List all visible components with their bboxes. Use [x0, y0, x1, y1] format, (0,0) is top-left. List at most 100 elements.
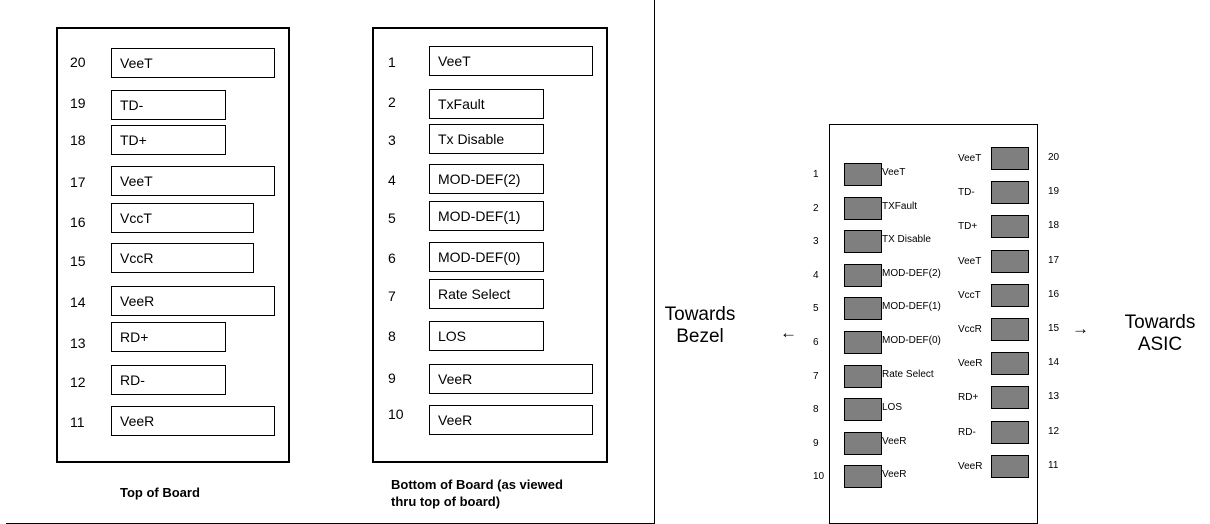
top-board-pin-label: VeeR: [111, 286, 275, 316]
module-left-pin-number: 7: [813, 370, 819, 382]
bottom-board-pin-number: 2: [388, 94, 396, 110]
module-left-pin-pad: [844, 163, 882, 186]
module-left-pin-label: VeeR: [882, 435, 907, 447]
module-right-pin-label: VccT: [958, 289, 981, 301]
module-right-pin-pad: [991, 249, 1029, 273]
module-right-pin-label: VccR: [958, 324, 982, 335]
towards-bezel-line1: Towards: [664, 304, 736, 325]
module-right-pin-label: VeeR: [958, 358, 983, 370]
module-right-pin-number: 17: [1048, 254, 1060, 266]
module-right-pin-pad: [991, 181, 1029, 205]
towards-asic-label: Towards ASIC: [1116, 312, 1204, 356]
top-board-pin-label: RD+: [111, 322, 226, 352]
bottom-board-pin-number: 4: [388, 172, 396, 188]
top-board-pin-label: VccR: [111, 243, 254, 273]
top-of-board-panel: [56, 27, 290, 463]
top-board-pin-label: RD-: [111, 365, 226, 395]
module-left-pin-number: 9: [813, 437, 819, 449]
bottom-board-pin-number: 10: [388, 406, 404, 422]
top-board-pin-number: 20: [70, 54, 86, 70]
module-left-pin-number: 1: [813, 169, 819, 180]
top-board-pin-number: 19: [70, 95, 86, 111]
bottom-of-board-caption: Bottom of Board (as viewed thru top of b…: [391, 476, 563, 510]
top-board-pin-label: VeeR: [111, 406, 275, 436]
top-board-pin-label: TD-: [111, 90, 226, 120]
bottom-board-pin-label: MOD-DEF(1): [429, 201, 544, 231]
towards-asic-line2: ASIC: [1137, 334, 1183, 355]
top-board-pin-number: 15: [70, 253, 86, 269]
bottom-board-pin-label: VeeR: [429, 405, 593, 435]
module-left-pin-pad: [844, 331, 882, 354]
top-board-pin-number: 18: [70, 132, 86, 148]
module-left-pin-number: 5: [813, 303, 819, 315]
module-right-pin-number: 13: [1048, 391, 1060, 403]
module-left-pin-pad: [844, 263, 882, 287]
module-left-pin-label: MOD-DEF(0): [882, 335, 941, 346]
module-right-pin-label: VeeT: [958, 255, 982, 267]
module-right-pin-number: 12: [1048, 425, 1060, 437]
top-board-pin-label: VccT: [111, 203, 254, 233]
module-left-pin-pad: [844, 398, 882, 422]
module-left-pin-pad: [844, 431, 882, 455]
top-board-pin-number: 12: [70, 374, 86, 390]
module-right-pin-pad: [991, 352, 1029, 376]
module-right-pin-label: VeeT: [958, 153, 982, 164]
module-left-pin-pad: [844, 297, 882, 321]
module-left-pin-label: VeeT: [882, 167, 906, 178]
module-right-pin-number: 16: [1048, 288, 1060, 300]
bottom-board-pin-number: 3: [388, 132, 396, 148]
bottom-board-pin-label: VeeR: [429, 364, 593, 394]
module-right-pin-label: RD+: [958, 392, 979, 404]
module-right-pin-label: VeeR: [958, 460, 983, 472]
module-right-pin-number: 20: [1048, 152, 1060, 163]
module-right-pin-pad: [991, 318, 1029, 341]
module-left-pin-number: 3: [813, 236, 819, 248]
top-board-pin-number: 14: [70, 294, 86, 310]
module-right-pin-label: TD-: [958, 187, 975, 199]
module-left-pin-number: 10: [813, 471, 825, 483]
module-left-pin-number: 8: [813, 404, 819, 416]
top-board-pin-number: 17: [70, 174, 86, 190]
module-left-pin-label: LOS: [882, 402, 903, 414]
module-left-pin-label: VeeR: [882, 469, 907, 481]
top-of-board-caption: Top of Board: [120, 485, 200, 500]
module-left-pin-pad: [844, 230, 882, 254]
module-left-pin-label: TXFault: [882, 200, 918, 212]
arrow-left-icon: ←: [780, 323, 797, 342]
bottom-board-pin-number: 8: [388, 328, 396, 344]
module-right-pin-pad: [991, 147, 1029, 170]
bottom-board-pin-number: 9: [388, 370, 396, 386]
module-right-pin-pad: [991, 215, 1029, 239]
top-board-pin-label: VeeT: [111, 48, 275, 78]
towards-bezel-line2: Bezel: [676, 326, 724, 347]
top-board-pin-number: 16: [70, 214, 86, 230]
top-board-pin-label: VeeT: [111, 166, 275, 196]
bottom-of-board-panel: [372, 27, 608, 463]
bottom-of-board-caption-line2: thru top of board): [391, 494, 501, 509]
module-left-pin-pad: [844, 196, 882, 220]
module-right-pin-number: 18: [1048, 220, 1060, 232]
module-left-pin-label: MOD-DEF(2): [882, 267, 941, 279]
bottom-board-pin-label: MOD-DEF(2): [429, 164, 544, 194]
module-right-pin-label: RD-: [958, 426, 976, 438]
module-left-pin-label: MOD-DEF(1): [882, 301, 941, 313]
towards-bezel-label: Towards Bezel: [658, 304, 742, 348]
module-right-pin-pad: [991, 283, 1029, 307]
bottom-board-pin-label: Rate Select: [429, 279, 544, 309]
module-left-pin-number: 4: [813, 269, 819, 281]
module-right-pin-number: 11: [1048, 459, 1059, 471]
module-left-pin-pad: [844, 465, 882, 489]
module-right-pin-label: TD+: [958, 221, 978, 233]
top-board-pin-number: 13: [70, 335, 86, 351]
top-board-pin-number: 11: [70, 414, 85, 430]
module-right-pin-pad: [991, 454, 1029, 478]
module-right-pin-pad: [991, 420, 1029, 444]
towards-asic-line1: Towards: [1124, 312, 1196, 333]
bottom-board-pin-number: 7: [388, 288, 396, 304]
bottom-board-pin-label: LOS: [429, 321, 544, 351]
module-right-pin-pad: [991, 386, 1029, 410]
bottom-board-pin-number: 1: [388, 54, 396, 70]
bottom-board-pin-label: Tx Disable: [429, 124, 544, 154]
bottom-board-pin-number: 6: [388, 250, 396, 266]
bottom-board-pin-label: MOD-DEF(0): [429, 242, 544, 272]
